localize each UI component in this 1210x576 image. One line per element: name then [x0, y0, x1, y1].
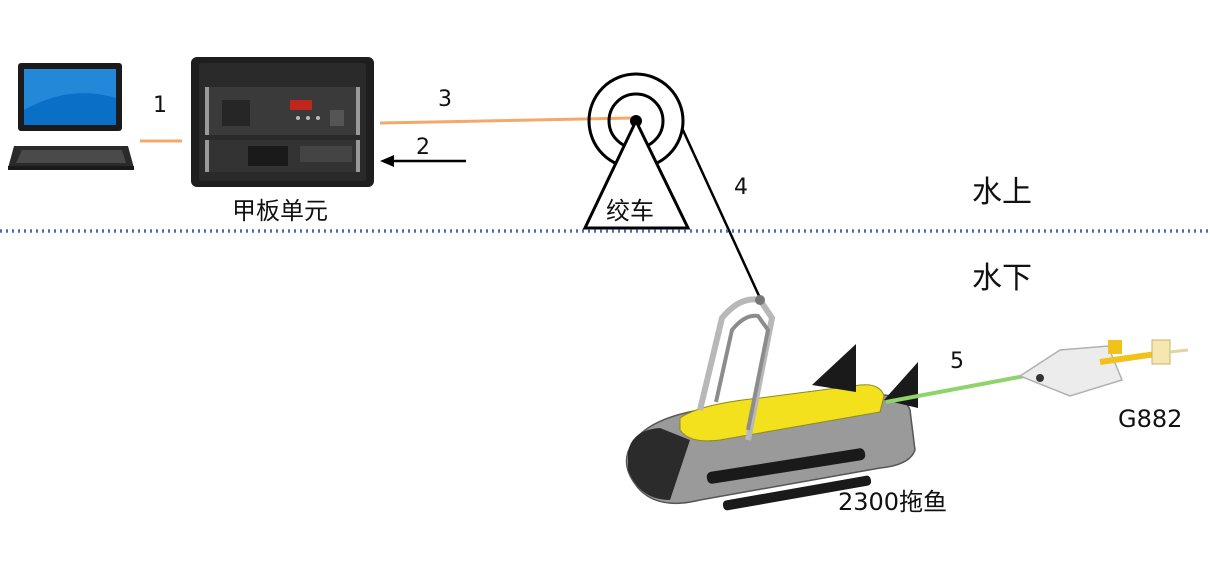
- towfish: [625, 295, 918, 511]
- g882-magnetometer: [1018, 339, 1189, 397]
- cable-3: [379, 116, 633, 125]
- connection-label-3: 3: [438, 87, 452, 112]
- towfish-label: 2300拖鱼: [838, 488, 947, 516]
- connection-label-4: 4: [734, 175, 748, 200]
- signal-2-arrow: [380, 155, 466, 167]
- below-water-label: 水下: [972, 261, 1032, 296]
- connection-label-5: 5: [950, 349, 964, 374]
- connection-label-2: 2: [416, 135, 430, 160]
- connection-label-1: 1: [153, 93, 167, 118]
- winch-label: 绞车: [606, 197, 654, 225]
- cable-4: [680, 127, 762, 299]
- deck-unit: [191, 57, 374, 187]
- above-water-label: 水上: [972, 175, 1032, 210]
- winch: [582, 72, 691, 230]
- cable-5: [885, 373, 1031, 404]
- deck-unit-label: 甲板单元: [232, 197, 328, 225]
- g882-label: G882: [1118, 405, 1182, 433]
- laptop: [8, 63, 134, 170]
